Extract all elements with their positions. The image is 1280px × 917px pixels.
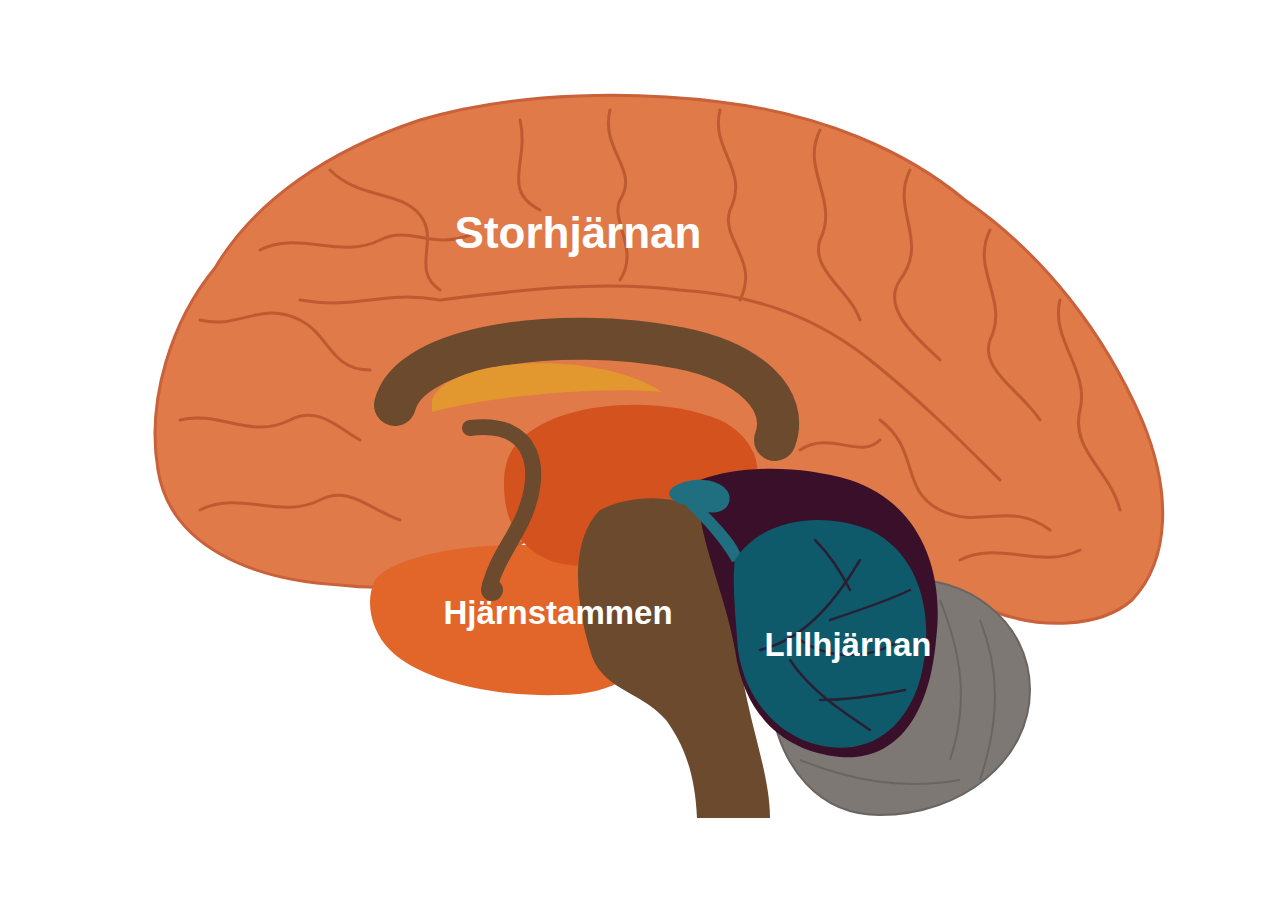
region-label: Lillhjärnan	[765, 627, 932, 663]
fornix	[470, 427, 533, 585]
lateral-ventricle	[432, 363, 662, 412]
corpus-callosum	[395, 339, 778, 440]
fourth-ventricle	[669, 480, 742, 562]
region-label: Hjärnstammen	[443, 595, 672, 631]
region-label: Storhjärnan	[455, 209, 702, 257]
cerebellum-dark	[698, 469, 938, 758]
